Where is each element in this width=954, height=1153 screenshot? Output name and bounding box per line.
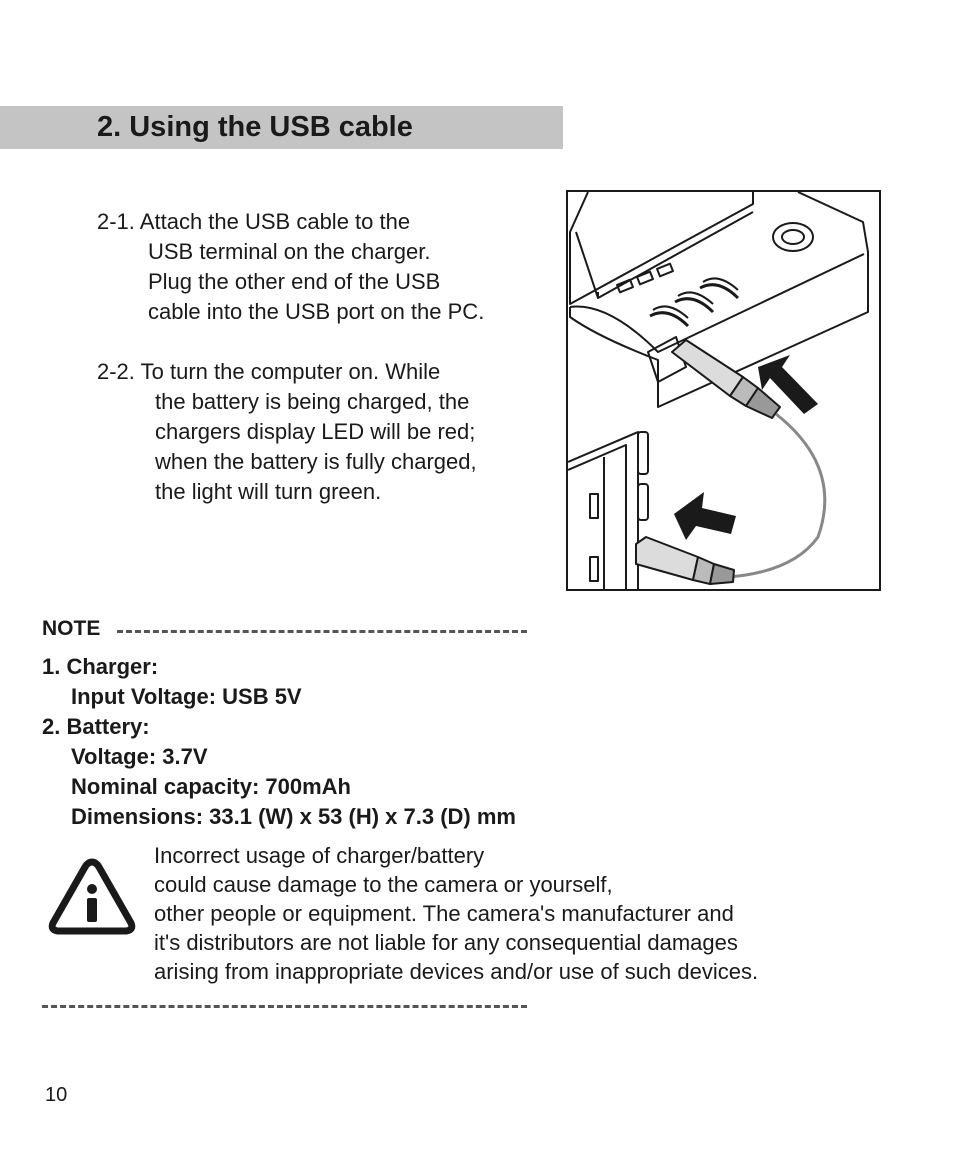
warning-line: could cause damage to the camera or your… — [154, 872, 613, 897]
usb-connection-illustration — [566, 190, 881, 591]
page-number: 10 — [45, 1084, 68, 1106]
step-line: 2-1. Attach the USB cable to the — [97, 209, 411, 234]
step-line: Plug the other end of the USB — [148, 269, 441, 294]
usb-cable — [727, 412, 827, 579]
page-title: 2. Using the USB cable — [97, 111, 413, 143]
warning-line: other people or equipment. The camera's … — [154, 901, 734, 926]
pc-illustration — [568, 431, 649, 589]
spec-line: 2. Battery: — [42, 714, 150, 739]
push-arrow-icon — [674, 492, 736, 540]
step-line: the light will turn green. — [155, 479, 382, 504]
spec-line: Dimensions: 33.1 (W) x 53 (H) x 7.3 (D) … — [71, 804, 516, 829]
spec-line: 1. Charger: — [42, 654, 159, 679]
spec-line: Input Voltage: USB 5V — [71, 684, 302, 709]
step-line: when the battery is fully charged, — [155, 449, 477, 474]
step-2-1: 2-1. Attach the USB cable to the USB ter… — [97, 207, 484, 327]
specs-list: 1. Charger: Input Voltage: USB 5V 2. Bat… — [42, 652, 516, 832]
note-divider-bottom — [42, 1005, 527, 1008]
step-line: chargers display LED will be red; — [155, 419, 476, 444]
step-line: 2-2. To turn the computer on. While — [97, 359, 441, 384]
spec-line: Voltage: 3.7V — [71, 744, 208, 769]
warning-line: arising from inappropriate devices and/o… — [154, 959, 759, 984]
note-label: NOTE — [42, 617, 101, 640]
step-2-2: 2-2. To turn the computer on. While the … — [97, 357, 477, 507]
push-arrow-icon — [758, 355, 818, 414]
charger-illustration — [569, 192, 869, 408]
warning-line: Incorrect usage of charger/battery — [154, 843, 485, 868]
info-warning-triangle-icon — [48, 856, 136, 936]
section-header-band — [0, 106, 563, 149]
step-line: USB terminal on the charger. — [148, 239, 431, 264]
note-divider-top — [117, 630, 527, 633]
step-line: the battery is being charged, the — [155, 389, 470, 414]
usb-plug-charger — [671, 339, 781, 419]
spec-line: Nominal capacity: 700mAh — [71, 774, 351, 799]
warning-line: it's distributors are not liable for any… — [154, 930, 738, 955]
warning-text: Incorrect usage of charger/battery could… — [154, 841, 758, 986]
step-line: cable into the USB port on the PC. — [148, 299, 485, 324]
usb-plug-pc — [635, 536, 735, 585]
